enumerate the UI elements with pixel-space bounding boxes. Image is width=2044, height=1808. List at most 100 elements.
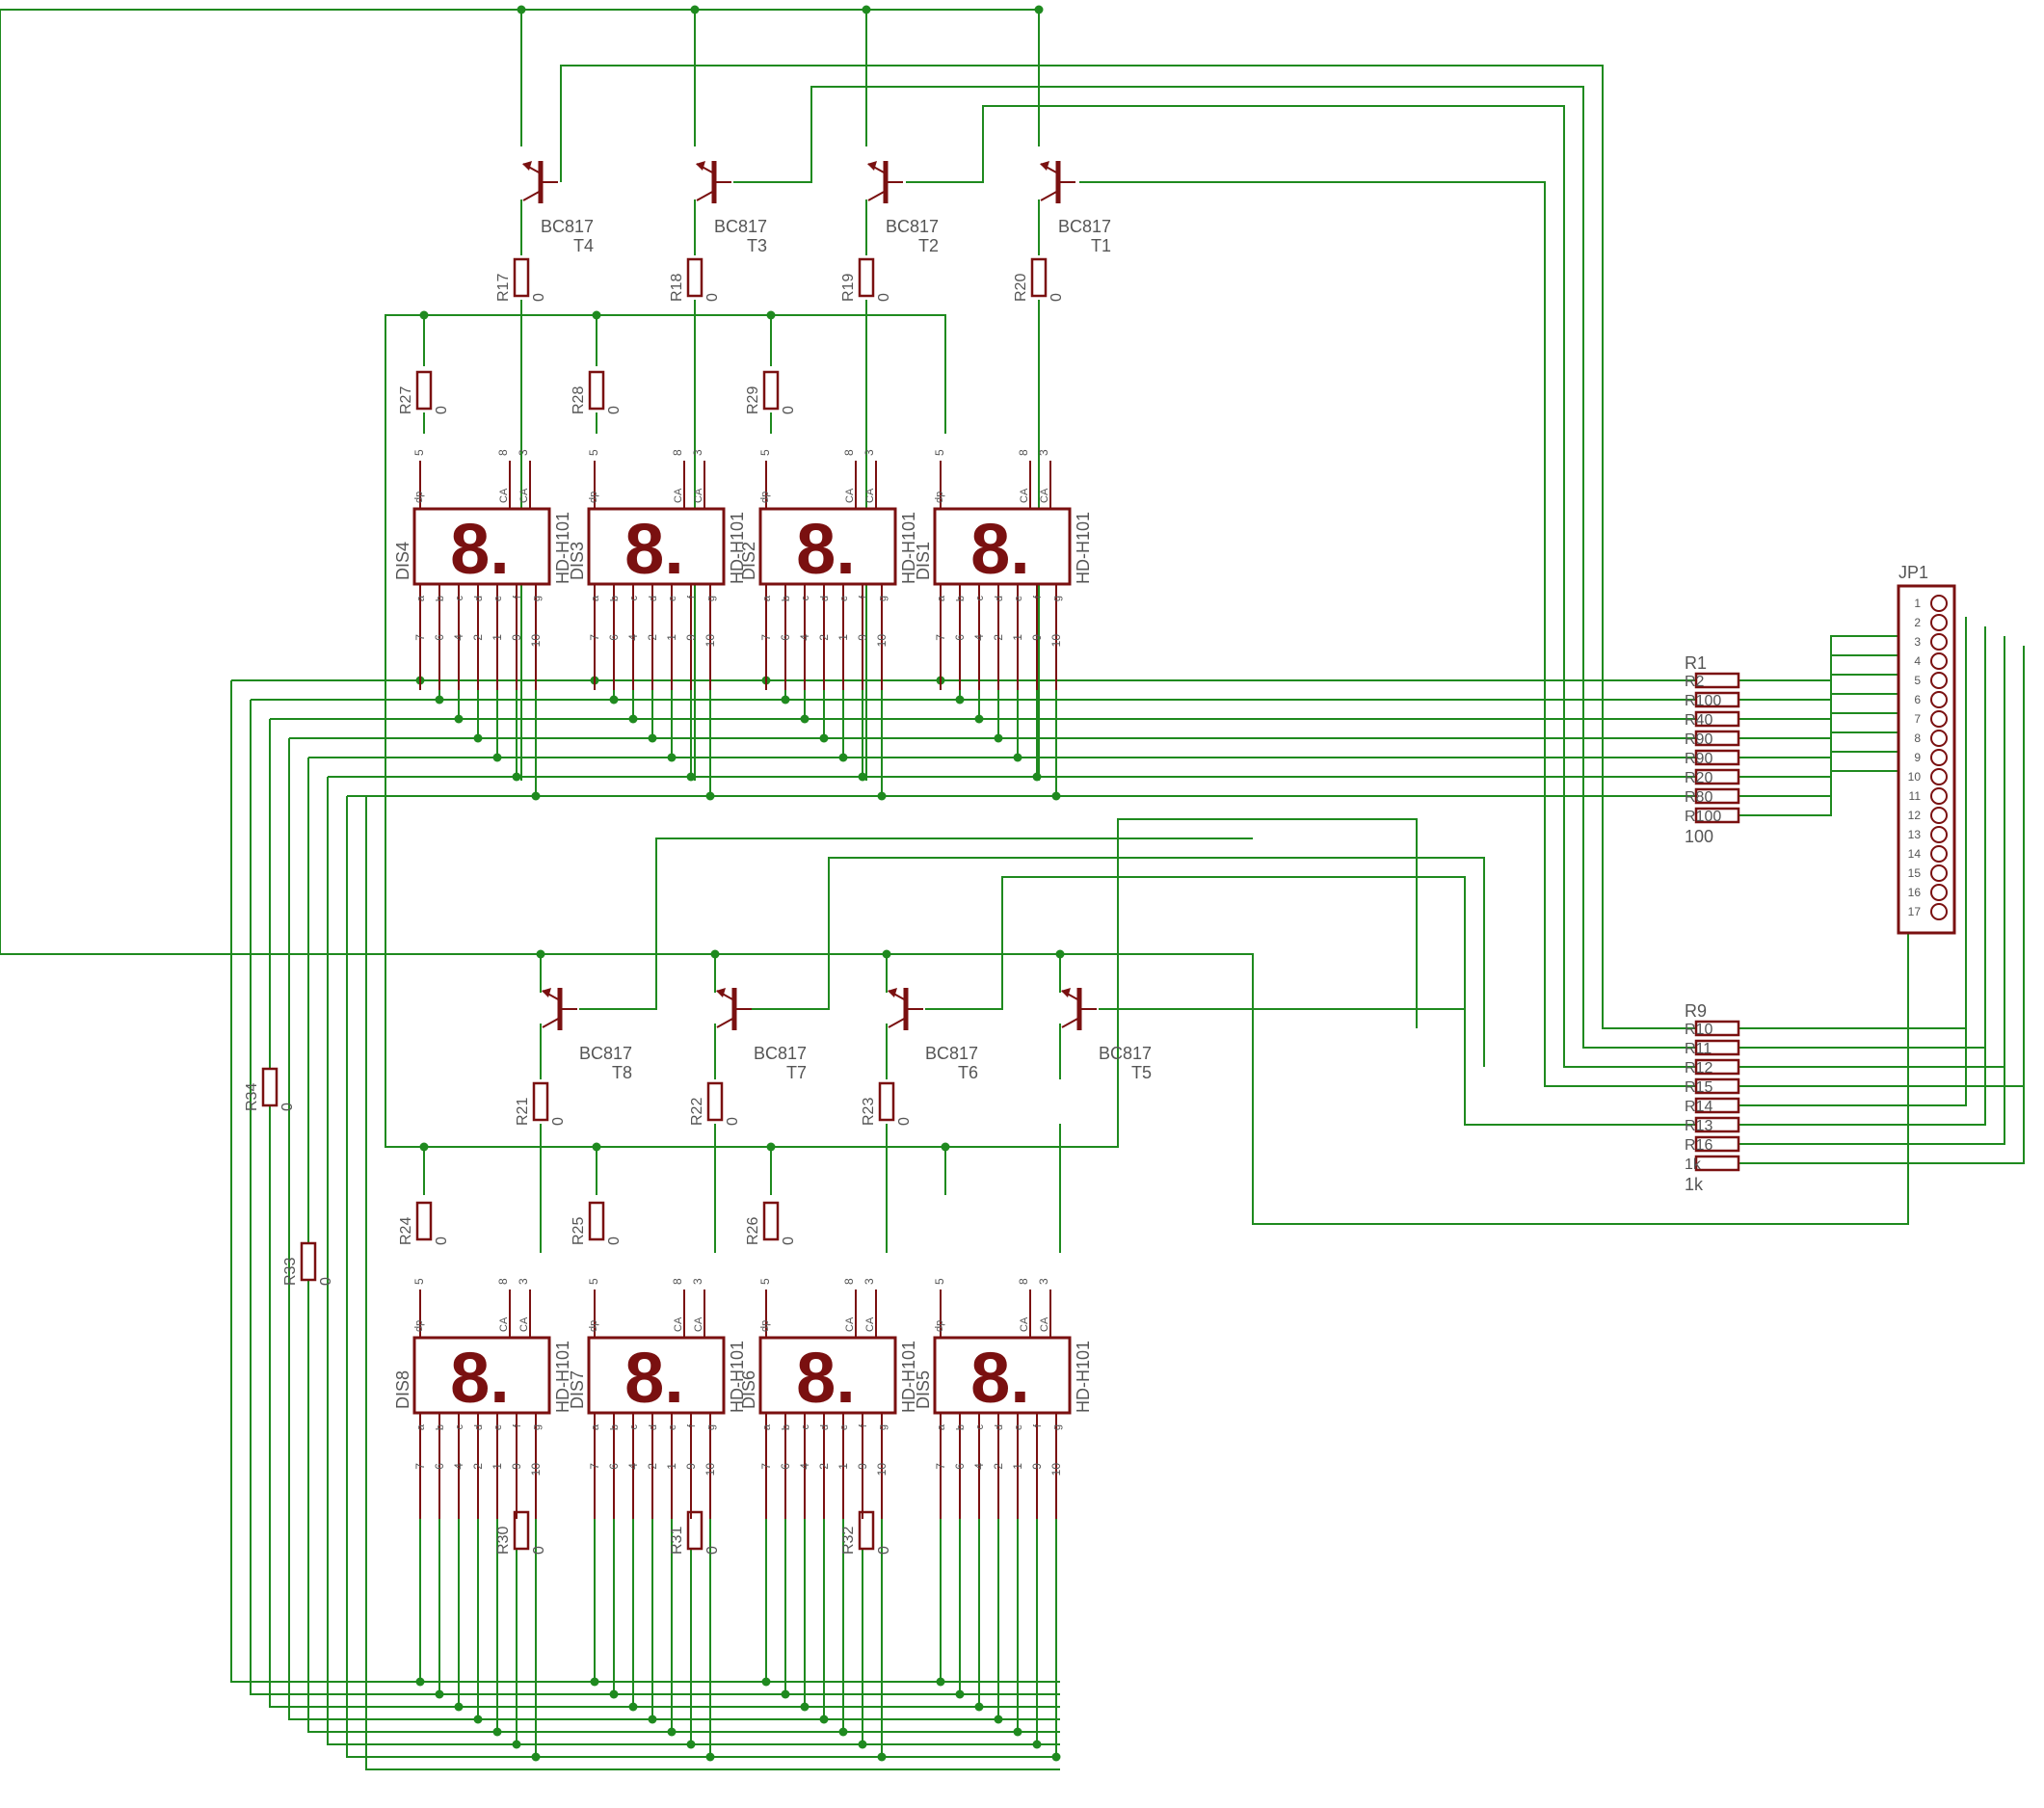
pin-name: CA bbox=[1019, 1316, 1030, 1332]
junction-dot bbox=[590, 1677, 599, 1687]
pin-name: c bbox=[628, 1424, 640, 1430]
pin-number: 3 bbox=[1037, 449, 1050, 456]
junction-dot bbox=[531, 791, 541, 801]
resistor-name: R20 bbox=[1013, 274, 1029, 302]
connector-pin bbox=[1930, 710, 1948, 728]
pin-number: 1 bbox=[665, 634, 678, 641]
pin-number: 3 bbox=[863, 449, 876, 456]
connector-pin bbox=[1930, 768, 1948, 785]
bank1-overlap-label: R100 bbox=[1685, 693, 1721, 709]
pin-number: 6 bbox=[607, 1463, 621, 1470]
pin-number: 4 bbox=[972, 1463, 986, 1470]
transistor-name: T1 bbox=[1091, 236, 1111, 255]
resistor-body bbox=[1030, 257, 1048, 298]
display-body bbox=[412, 1336, 551, 1415]
bank1-overlap-label: R100 bbox=[1685, 809, 1721, 825]
pin-number: 8 bbox=[842, 449, 856, 456]
component-layer: 8.8.8.8.8.8.8.8. bbox=[261, 161, 1956, 1551]
display-body bbox=[587, 1336, 726, 1415]
pin-number: 5 bbox=[587, 449, 600, 456]
display-part: HD-H101 bbox=[728, 1341, 747, 1413]
pin-name: d bbox=[994, 1424, 1005, 1430]
junction-dot bbox=[1051, 1752, 1061, 1762]
resistor-value: 0 bbox=[876, 293, 892, 302]
pin-number: 2 bbox=[992, 634, 1005, 641]
junction-dot bbox=[609, 1689, 619, 1699]
pin-name: c bbox=[454, 596, 465, 601]
connector-pin bbox=[1930, 595, 1948, 612]
wire-left-bus bbox=[365, 796, 1060, 1770]
pin-number: 7 bbox=[413, 634, 427, 641]
wire-left-bus bbox=[250, 700, 1060, 1695]
pin-number: 9 bbox=[1030, 634, 1044, 641]
bank1-overlap-label: R80 bbox=[1685, 789, 1712, 806]
transistor-part: BC817 bbox=[579, 1044, 632, 1063]
resistor-name: R29 bbox=[745, 386, 761, 414]
resistor-value: 0 bbox=[531, 293, 547, 302]
transistor-emitter bbox=[716, 1017, 735, 1028]
pin-number: 8 bbox=[496, 449, 510, 456]
display-body bbox=[758, 507, 897, 586]
resistor-name: R23 bbox=[861, 1098, 877, 1126]
wire-left-bus bbox=[346, 796, 1060, 1758]
wire-layer bbox=[0, 5, 2025, 1770]
junction-dot bbox=[454, 714, 464, 724]
pin-number: 1 bbox=[836, 1463, 850, 1470]
junction-dot bbox=[473, 1715, 483, 1724]
pin-number: 2 bbox=[646, 1463, 659, 1470]
wire-bank2 bbox=[1739, 665, 1986, 1126]
transistor-part: BC817 bbox=[714, 217, 767, 236]
resistor-body bbox=[762, 370, 780, 411]
connector-pin-number: 13 bbox=[1908, 828, 1922, 841]
wire-base-t2 bbox=[906, 105, 1696, 1068]
junction-dot bbox=[761, 1677, 771, 1687]
pin-number: 4 bbox=[452, 634, 465, 641]
resistor-value: 0 bbox=[725, 1117, 741, 1126]
pin-name: a bbox=[761, 1423, 773, 1430]
resistor-value: 0 bbox=[704, 293, 721, 302]
pin-name: f bbox=[512, 1423, 523, 1427]
pin-name: g bbox=[1051, 1424, 1063, 1430]
pin-name: CA bbox=[673, 1316, 684, 1332]
pin-name: c bbox=[974, 1424, 986, 1430]
resistor-body bbox=[878, 1081, 895, 1122]
resistor-value: 0 bbox=[876, 1546, 892, 1555]
junction-dot bbox=[609, 695, 619, 705]
bank1-value: 100 bbox=[1685, 827, 1713, 846]
bank1-overlap-label: R2 bbox=[1685, 674, 1705, 690]
pin-name: c bbox=[628, 596, 640, 601]
pin-number: 8 bbox=[671, 449, 684, 456]
resistor-body bbox=[513, 257, 530, 298]
transistor-part: BC817 bbox=[1099, 1044, 1152, 1063]
pin-name: dp bbox=[413, 492, 425, 503]
pin-number: 3 bbox=[691, 449, 704, 456]
pin-number: 5 bbox=[758, 1278, 772, 1285]
wire-base-t8 bbox=[579, 838, 1253, 1010]
pin-number: 7 bbox=[759, 1463, 773, 1470]
pin-number: 5 bbox=[412, 1278, 426, 1285]
wire-base-t1 bbox=[1079, 181, 1696, 1087]
bank1-first: R1 bbox=[1685, 653, 1707, 673]
pin-number: 9 bbox=[684, 1463, 698, 1470]
wire-bank2 bbox=[1739, 655, 1967, 1106]
transistor-emitter bbox=[522, 190, 542, 201]
pin-number: 4 bbox=[798, 634, 811, 641]
display-glyph: 8. bbox=[970, 1338, 1030, 1418]
connector-pin bbox=[1930, 749, 1948, 766]
pin-number: 10 bbox=[875, 634, 889, 648]
pin-name: CA bbox=[864, 488, 876, 503]
connector-pin-number: 10 bbox=[1908, 770, 1922, 784]
wire-base-t3 bbox=[733, 86, 1696, 1049]
pin-name: e bbox=[838, 1424, 850, 1430]
pin-name: f bbox=[858, 1423, 869, 1427]
junction-dot bbox=[531, 1752, 541, 1762]
connector-pin-number: 15 bbox=[1908, 866, 1922, 880]
wire-bank2 bbox=[1739, 684, 2025, 1164]
display-glyph: 8. bbox=[450, 509, 510, 589]
pin-number: 1 bbox=[1011, 1463, 1024, 1470]
bank1-overlap-label: R90 bbox=[1685, 751, 1712, 767]
junction-dot bbox=[838, 1727, 848, 1737]
connector-pin-number: 16 bbox=[1908, 886, 1922, 899]
junction-dot bbox=[955, 1689, 965, 1699]
